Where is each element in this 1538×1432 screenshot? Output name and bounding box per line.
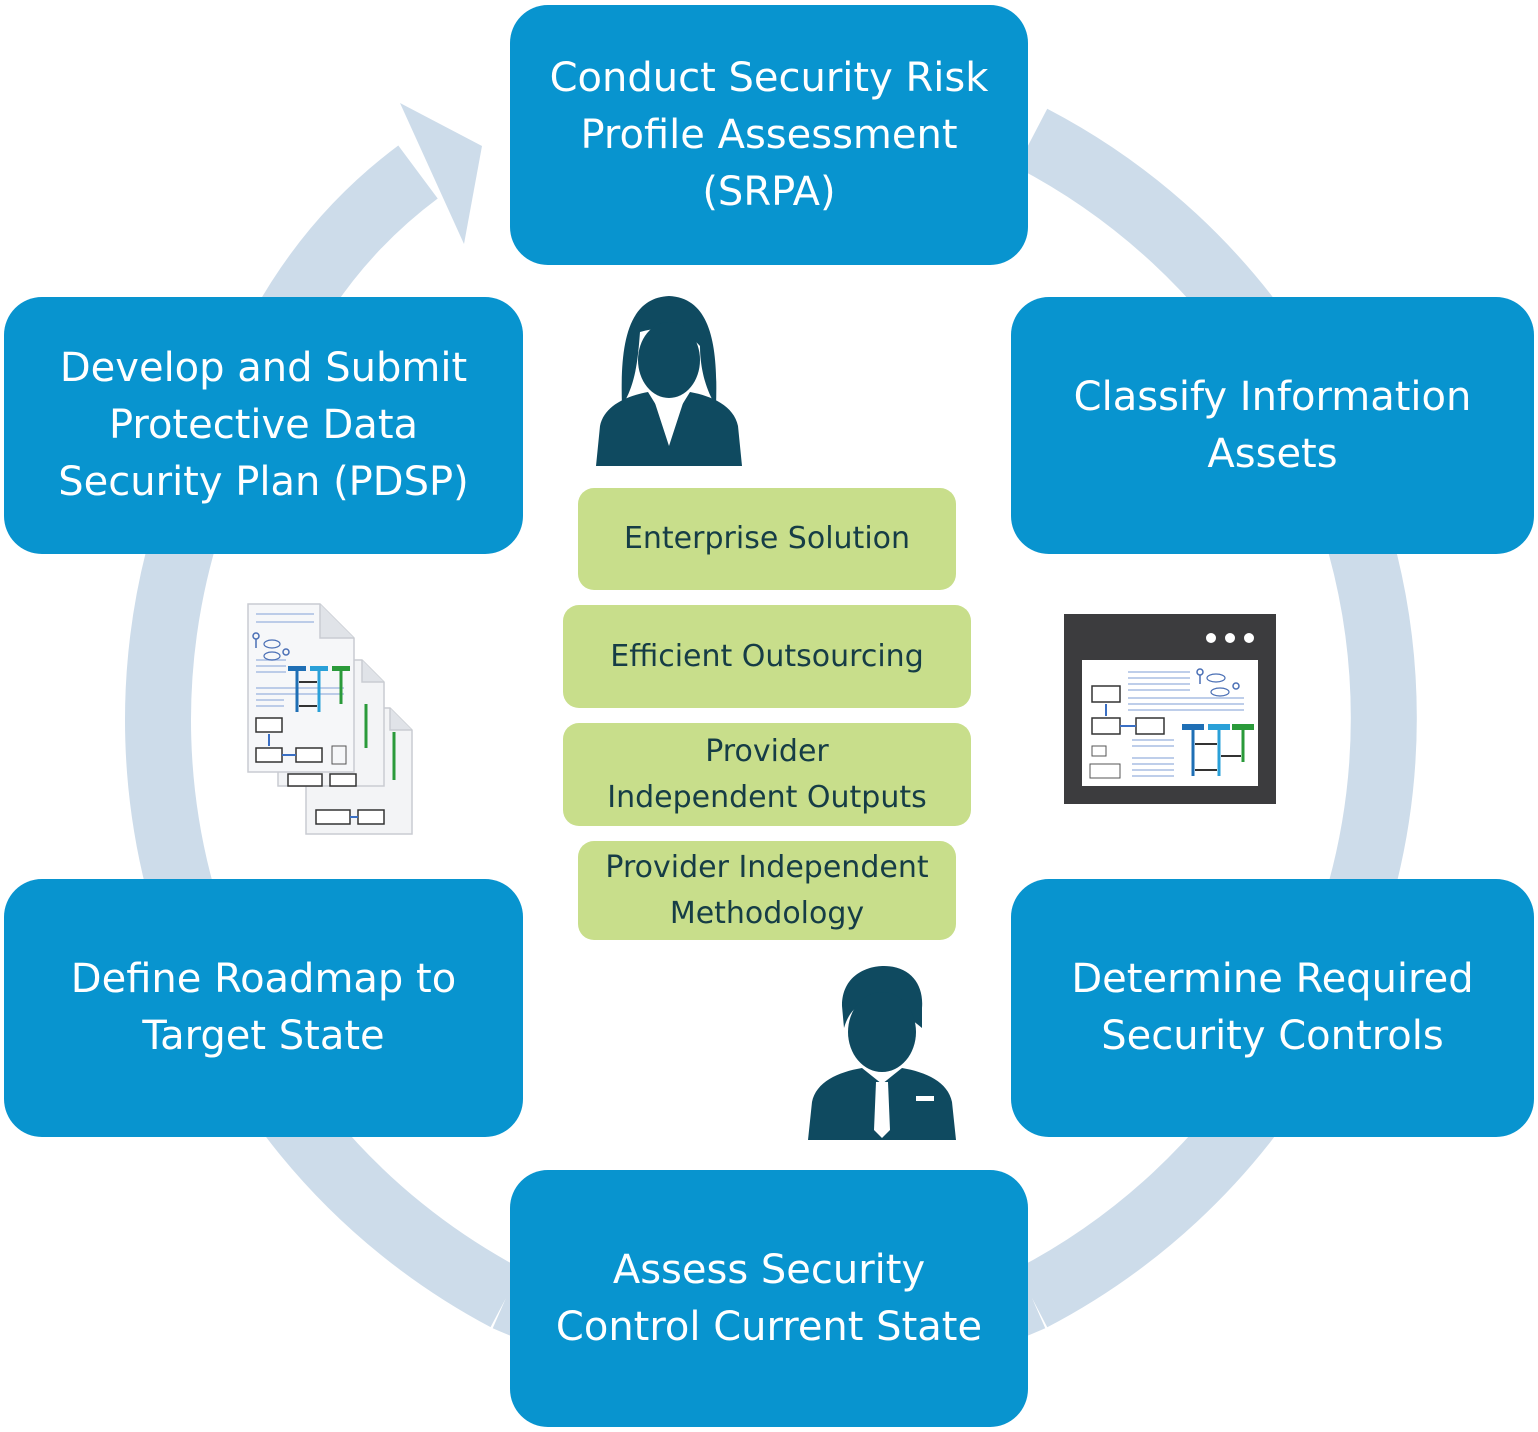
cycle-arrowhead bbox=[400, 103, 482, 244]
step-determine-controls: Determine Required Security Controls bbox=[1011, 879, 1534, 1137]
step-develop-pdsp: Develop and Submit Protective Data Secur… bbox=[4, 297, 523, 554]
browser-window-icon bbox=[1064, 614, 1276, 804]
benefit-efficient-outsourcing: Efficient Outsourcing bbox=[563, 605, 971, 708]
benefit-provider-independent-methodology: Provider Independent Methodology bbox=[578, 841, 956, 940]
benefit-provider-independent-outputs: Provider Independent Outputs bbox=[563, 723, 971, 826]
step-define-roadmap: Define Roadmap to Target State bbox=[4, 879, 523, 1137]
step-conduct-srpa: Conduct Security Risk Profile Assessment… bbox=[510, 5, 1028, 265]
step-classify-assets: Classify Information Assets bbox=[1011, 297, 1534, 554]
benefit-enterprise-solution: Enterprise Solution bbox=[578, 488, 956, 590]
step-assess-current-state: Assess Security Control Current State bbox=[510, 1170, 1028, 1427]
document-stack-icon bbox=[247, 603, 413, 835]
male-user-icon bbox=[808, 966, 956, 1140]
female-user-icon bbox=[596, 296, 742, 466]
